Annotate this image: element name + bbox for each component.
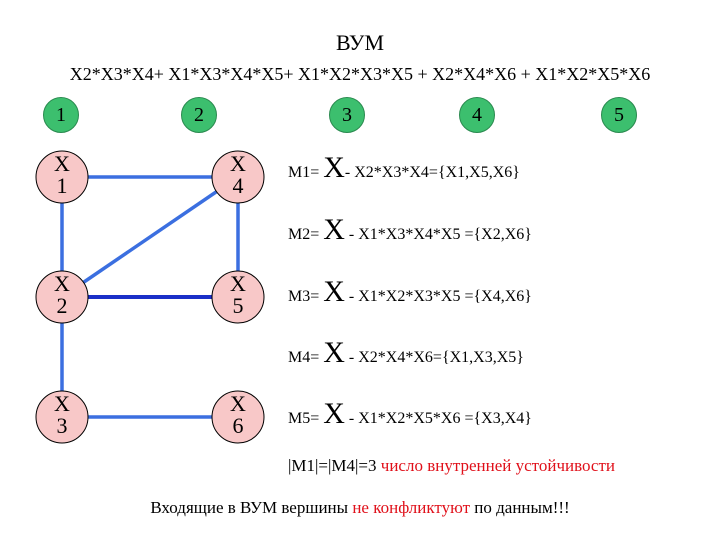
set-m5-rest: - X1*X2*X5*X6 ={X3,X4}	[344, 410, 532, 427]
vertex-index: 2	[56, 293, 68, 318]
term-number-5: 5	[601, 97, 637, 133]
vertex-index: 3	[56, 413, 68, 438]
vertex-letter: X	[54, 151, 70, 176]
set-m5-prefix: M5=	[288, 410, 324, 427]
vertex-index: 6	[232, 413, 244, 438]
set-m2-prefix: M2=	[288, 226, 324, 243]
set-m5: M5= X - X1*X2*X5*X6 ={X3,X4}	[288, 399, 532, 429]
vertex-letter: X	[230, 271, 246, 296]
set-m2-rest: - X1*X3*X4*X5 ={X2,X6}	[344, 226, 532, 243]
page-title: ВУМ	[335, 30, 385, 55]
edge-x2-x4	[61, 175, 239, 299]
term-number-2: 2	[181, 97, 217, 133]
set-m3: M3= X - X1*X2*X3*X5 ={X4,X6}	[288, 277, 532, 307]
vertex-letter: X	[54, 391, 70, 416]
vertex-index: 1	[56, 173, 68, 198]
vertex-x3	[35, 390, 89, 444]
set-m1: M1= X- X2*X3*X4={X1,X5,X6}	[288, 153, 520, 183]
term-number-4: 4	[459, 97, 495, 133]
set-m3-prefix: M3=	[288, 288, 324, 305]
vertex-x6	[211, 390, 265, 444]
set-m4-symbol: X	[323, 336, 345, 369]
vertex-x1	[35, 150, 89, 204]
set-m1-symbol: X	[323, 151, 345, 184]
set-m5-symbol: X	[323, 397, 345, 430]
vertex-index: 4	[232, 173, 244, 198]
term-number-1: 1	[43, 97, 79, 133]
stability-highlight: число внутренней устойчивости	[380, 456, 616, 475]
set-m4: M4= X - X2*X4*X6={X1,X3,X5}	[288, 338, 524, 368]
graph-vertices	[35, 150, 265, 444]
set-m4-rest: - X2*X4*X6={X1,X3,X5}	[344, 349, 524, 366]
set-m3-symbol: X	[323, 275, 345, 308]
set-m1-prefix: M1=	[288, 164, 324, 181]
vertex-letter: X	[230, 151, 246, 176]
conclusion-part1: Входящие в ВУМ вершины	[150, 498, 353, 517]
set-m4-prefix: M4=	[288, 349, 324, 366]
stability-number-line: |M1|=|M4|=3 число внутренней устойчивост…	[288, 456, 615, 476]
set-m2-symbol: X	[323, 213, 345, 246]
vertex-letter: X	[54, 271, 70, 296]
vertex-index: 5	[232, 293, 244, 318]
graph-edges	[60, 175, 240, 419]
conclusion-highlight: не конфликтуют	[352, 498, 471, 517]
set-m2: M2= X - X1*X3*X4*X5 ={X2,X6}	[288, 215, 532, 245]
vertex-x5	[211, 270, 265, 324]
vertex-x2	[35, 270, 89, 324]
conclusion-line: Входящие в ВУМ вершины не конфликтуют по…	[0, 498, 720, 518]
stability-prefix: |M1|=|M4|=3	[288, 456, 381, 475]
set-m1-rest: - X2*X3*X4={X1,X5,X6}	[344, 164, 520, 181]
boolean-formula: X2*X3*X4+ X1*X3*X4*X5+ X1*X2*X3*X5 + X2*…	[69, 64, 651, 84]
conclusion-part2: по данным!!!	[470, 498, 570, 517]
vertex-x4	[211, 150, 265, 204]
term-number-3: 3	[329, 97, 365, 133]
set-m3-rest: - X1*X2*X3*X5 ={X4,X6}	[344, 288, 532, 305]
vertex-letter: X	[230, 391, 246, 416]
